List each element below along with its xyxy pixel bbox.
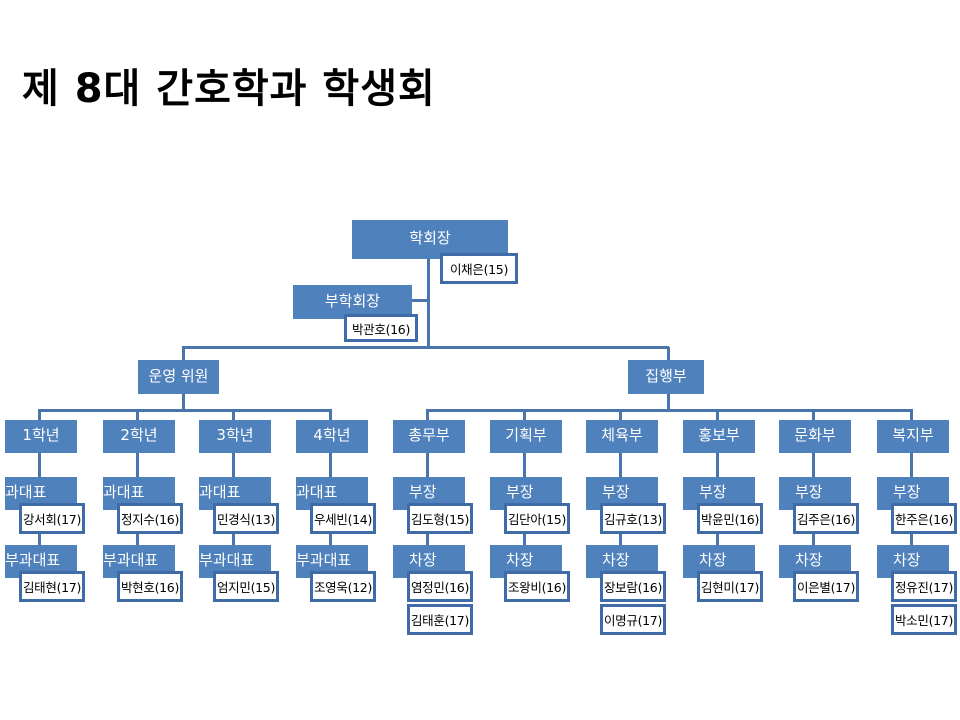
role-box: 과대표 xyxy=(103,477,175,510)
member-name-box: 정지수(16) xyxy=(117,503,183,534)
column-box: 체육부 xyxy=(586,420,658,453)
group-box: 집행부 xyxy=(628,360,704,394)
role-box: 부과대표 xyxy=(199,545,271,578)
member-name-box: 김도형(15) xyxy=(407,503,473,534)
connector-line xyxy=(136,409,139,421)
member-name-box: 강서회(17) xyxy=(19,503,85,534)
connector-line xyxy=(38,409,332,412)
connector-line xyxy=(426,409,913,412)
role-box: 부장 xyxy=(683,477,755,510)
connector-line xyxy=(426,409,429,421)
member-name-box: 장보람(16) xyxy=(600,571,666,602)
connector-line xyxy=(329,409,332,421)
column-box: 4학년 xyxy=(296,420,368,453)
president-name-box: 이채은(15) xyxy=(440,253,518,284)
member-name-box: 엄지민(15) xyxy=(213,571,279,602)
column-box: 문화부 xyxy=(779,420,851,453)
member-name-box: 염정민(16) xyxy=(407,571,473,602)
column-box: 1학년 xyxy=(5,420,77,453)
column-box: 2학년 xyxy=(103,420,175,453)
member-name-box: 김주은(16) xyxy=(793,503,859,534)
group-box: 운영 위원 xyxy=(138,360,219,394)
connector-line xyxy=(427,259,430,349)
president-role-box: 학회장 xyxy=(352,220,508,259)
vice-president-role-box: 부학회장 xyxy=(293,285,412,319)
member-name-box: 김태현(17) xyxy=(19,571,85,602)
column-box: 3학년 xyxy=(199,420,271,453)
connector-line xyxy=(812,409,815,421)
member-name-box: 김단아(15) xyxy=(504,503,570,534)
member-name-box: 김태훈(17) xyxy=(407,604,473,635)
connector-line xyxy=(716,409,719,421)
member-name-box: 김규호(13) xyxy=(600,503,666,534)
member-name-box: 민경식(13) xyxy=(213,503,279,534)
connector-line xyxy=(619,409,622,421)
vice-president-name-box: 박관호(16) xyxy=(344,314,418,342)
member-name-box: 우세빈(14) xyxy=(310,503,376,534)
connector-line xyxy=(910,409,913,421)
connector-line xyxy=(523,409,526,421)
column-box: 홍보부 xyxy=(683,420,755,453)
page-title: 제 8대 간호학과 학생회 xyxy=(22,66,436,112)
member-name-box: 김현미(17) xyxy=(697,571,763,602)
member-name-box: 조영욱(12) xyxy=(310,571,376,602)
member-name-box: 박소민(17) xyxy=(891,604,957,635)
connector-line xyxy=(412,299,428,302)
connector-line xyxy=(182,346,669,349)
column-box: 복지부 xyxy=(877,420,949,453)
member-name-box: 조왕비(16) xyxy=(504,571,570,602)
member-name-box: 박윤민(16) xyxy=(697,503,763,534)
member-name-box: 이명규(17) xyxy=(600,604,666,635)
member-name-box: 이은별(17) xyxy=(793,571,859,602)
connector-line xyxy=(232,409,235,421)
column-box: 총무부 xyxy=(393,420,465,453)
connector-line xyxy=(38,409,41,421)
member-name-box: 한주은(16) xyxy=(891,503,957,534)
member-name-box: 박현호(16) xyxy=(117,571,183,602)
member-name-box: 정유진(17) xyxy=(891,571,957,602)
column-box: 기획부 xyxy=(490,420,562,453)
